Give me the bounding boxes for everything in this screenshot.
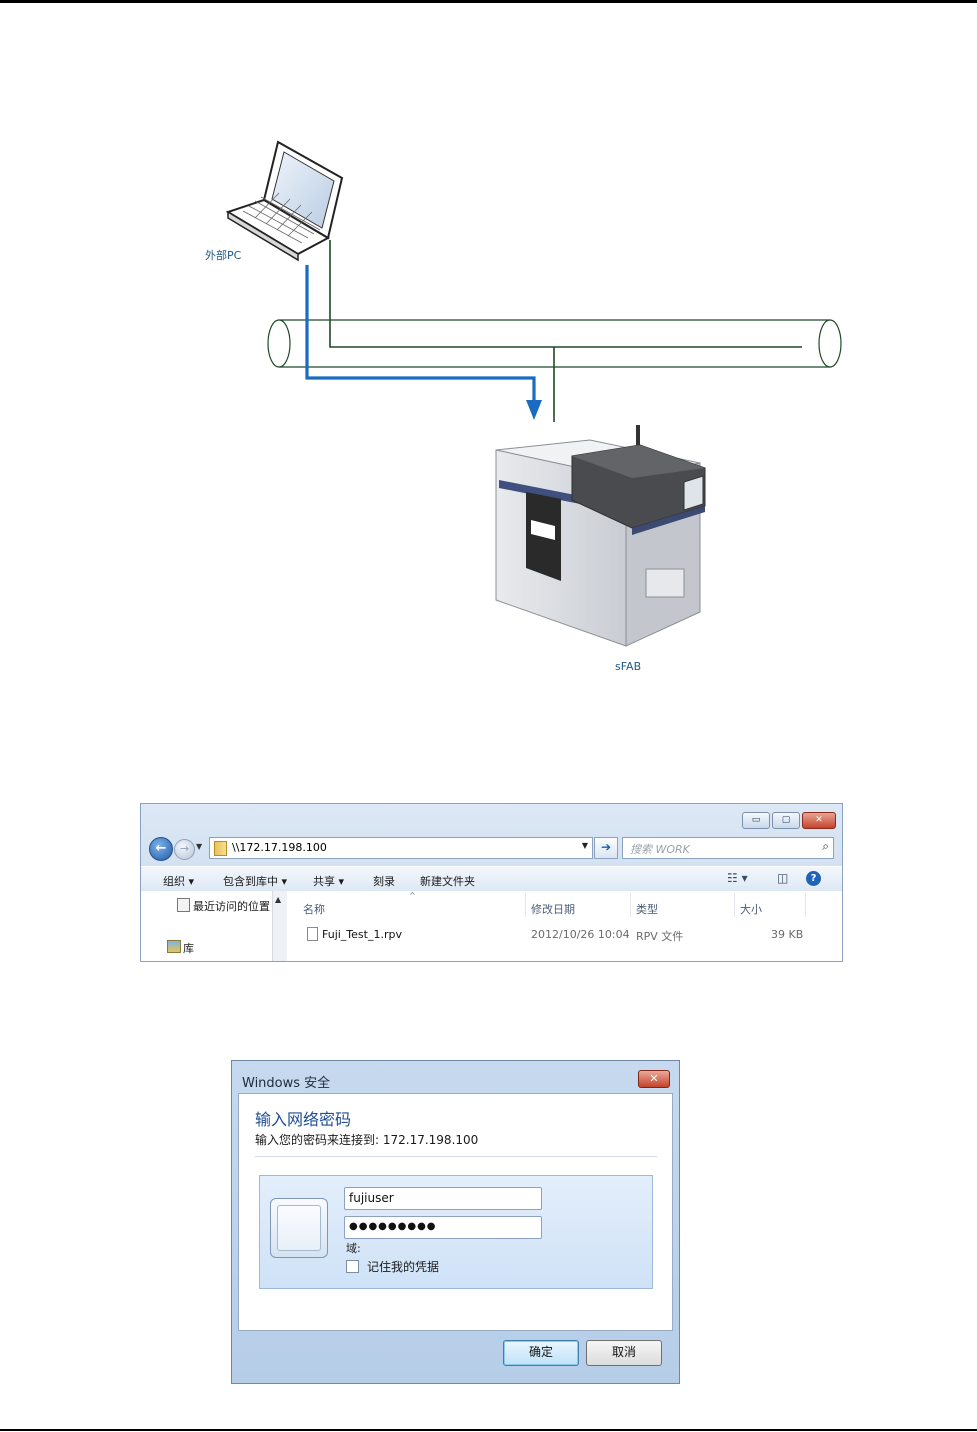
sfab-label: sFAB bbox=[615, 660, 641, 673]
navigation-pane: 最近访问的位置 库 ▲ bbox=[141, 891, 287, 961]
address-dropdown-icon[interactable]: ▼ bbox=[582, 841, 588, 850]
dialog-heading: 输入网络密码 bbox=[255, 1106, 351, 1130]
organize-menu[interactable]: 组织 ▾ bbox=[163, 873, 194, 889]
navigation-bar: ← → ▼ \\172.17.198.100 ▼ ➔ 搜索 WORK ⌕ bbox=[147, 836, 837, 860]
sfab-machine-illustration bbox=[496, 425, 705, 646]
file-type: RPV 文件 bbox=[636, 928, 683, 944]
sort-indicator-icon: ^ bbox=[409, 891, 416, 900]
go-button[interactable]: ➔ bbox=[594, 837, 618, 859]
username-field[interactable]: fujiuser bbox=[344, 1187, 542, 1210]
network-connection bbox=[330, 240, 802, 422]
credential-tile[interactable]: fujiuser ●●●●●●●●● 域: 记住我的凭据 bbox=[259, 1175, 653, 1289]
scroll-up-icon[interactable]: ▲ bbox=[275, 895, 281, 904]
column-divider[interactable] bbox=[630, 893, 631, 917]
column-divider[interactable] bbox=[734, 893, 735, 917]
dialog-body: 输入网络密码 输入您的密码来连接到: 172.17.198.100 fujius… bbox=[238, 1093, 673, 1331]
file-list: ^ 名称 修改日期 类型 大小 Fuji_Test_1.rpv 2012/10/… bbox=[289, 891, 842, 961]
share-menu[interactable]: 共享 ▾ bbox=[313, 873, 344, 889]
burn-button[interactable]: 刻录 bbox=[373, 873, 395, 889]
bottom-rule bbox=[0, 1429, 977, 1431]
domain-label: 域: bbox=[346, 1240, 361, 1256]
close-button[interactable]: ✕ bbox=[802, 812, 836, 829]
remember-checkbox[interactable] bbox=[346, 1260, 359, 1273]
password-value: ●●●●●●●●● bbox=[349, 1221, 437, 1232]
column-header-name[interactable]: 名称 bbox=[303, 901, 325, 917]
username-value: fujiuser bbox=[349, 1191, 394, 1205]
back-button[interactable]: ← bbox=[149, 837, 173, 861]
ok-button[interactable]: 确定 bbox=[503, 1340, 579, 1366]
command-toolbar: 组织 ▾ 包含到库中 ▾ 共享 ▾ 刻录 新建文件夹 ☷ ▾ ◫ ? bbox=[141, 866, 842, 892]
explorer-window: ▭ ▢ ✕ ← → ▼ \\172.17.198.100 ▼ ➔ 搜索 WORK… bbox=[140, 803, 843, 962]
data-flow-arrow bbox=[307, 265, 542, 420]
password-field[interactable]: ●●●●●●●●● bbox=[344, 1216, 542, 1239]
include-in-library-menu[interactable]: 包含到库中 ▾ bbox=[223, 873, 287, 889]
nav-item-library[interactable]: 库 bbox=[183, 940, 194, 956]
file-modified: 2012/10/26 10:04 bbox=[531, 928, 630, 941]
minimize-button[interactable]: ▭ bbox=[742, 812, 770, 829]
remember-label[interactable]: 记住我的凭据 bbox=[367, 1258, 439, 1275]
dialog-title: Windows 安全 bbox=[242, 1072, 330, 1091]
nav-item-recent[interactable]: 最近访问的位置 bbox=[193, 898, 270, 914]
recent-places-icon bbox=[177, 898, 190, 912]
help-icon[interactable]: ? bbox=[806, 871, 821, 886]
column-header-modified[interactable]: 修改日期 bbox=[531, 901, 575, 917]
column-header-size[interactable]: 大小 bbox=[740, 901, 762, 917]
preview-pane-icon[interactable]: ◫ bbox=[777, 871, 788, 885]
new-folder-button[interactable]: 新建文件夹 bbox=[420, 873, 475, 889]
address-bar[interactable]: \\172.17.198.100 ▼ bbox=[209, 837, 593, 859]
laptop-icon bbox=[228, 142, 342, 260]
file-name: Fuji_Test_1.rpv bbox=[322, 928, 402, 941]
dialog-close-button[interactable]: ✕ bbox=[638, 1070, 670, 1088]
column-header-type[interactable]: 类型 bbox=[636, 901, 658, 917]
file-size: 39 KB bbox=[771, 928, 803, 941]
column-divider[interactable] bbox=[805, 893, 806, 917]
library-icon bbox=[167, 940, 181, 953]
history-dropdown-icon[interactable]: ▼ bbox=[196, 842, 202, 851]
search-input[interactable]: 搜索 WORK ⌕ bbox=[622, 837, 834, 859]
cancel-button[interactable]: 取消 bbox=[586, 1340, 662, 1366]
address-text: \\172.17.198.100 bbox=[232, 841, 327, 854]
view-options-icon[interactable]: ☷ ▾ bbox=[727, 871, 748, 885]
column-divider[interactable] bbox=[525, 893, 526, 917]
explorer-content: 最近访问的位置 库 ▲ ^ 名称 修改日期 类型 大小 Fuji_Test_1.… bbox=[141, 891, 842, 961]
network-diagram bbox=[0, 0, 977, 700]
user-tile-icon bbox=[270, 1198, 328, 1258]
file-icon bbox=[307, 927, 318, 941]
window-controls: ▭ ▢ ✕ bbox=[742, 812, 836, 829]
pc-label: 外部PC bbox=[205, 247, 241, 263]
maximize-button[interactable]: ▢ bbox=[772, 812, 800, 829]
windows-security-dialog: Windows 安全 ✕ 输入网络密码 输入您的密码来连接到: 172.17.1… bbox=[231, 1060, 680, 1384]
folder-icon bbox=[214, 841, 227, 856]
forward-button[interactable]: → bbox=[174, 839, 195, 860]
user-tile-frame bbox=[277, 1205, 321, 1251]
search-icon[interactable]: ⌕ bbox=[822, 839, 829, 854]
search-placeholder: 搜索 WORK bbox=[630, 841, 690, 857]
dialog-subtitle: 输入您的密码来连接到: 172.17.198.100 bbox=[255, 1131, 478, 1148]
divider bbox=[255, 1156, 657, 1157]
